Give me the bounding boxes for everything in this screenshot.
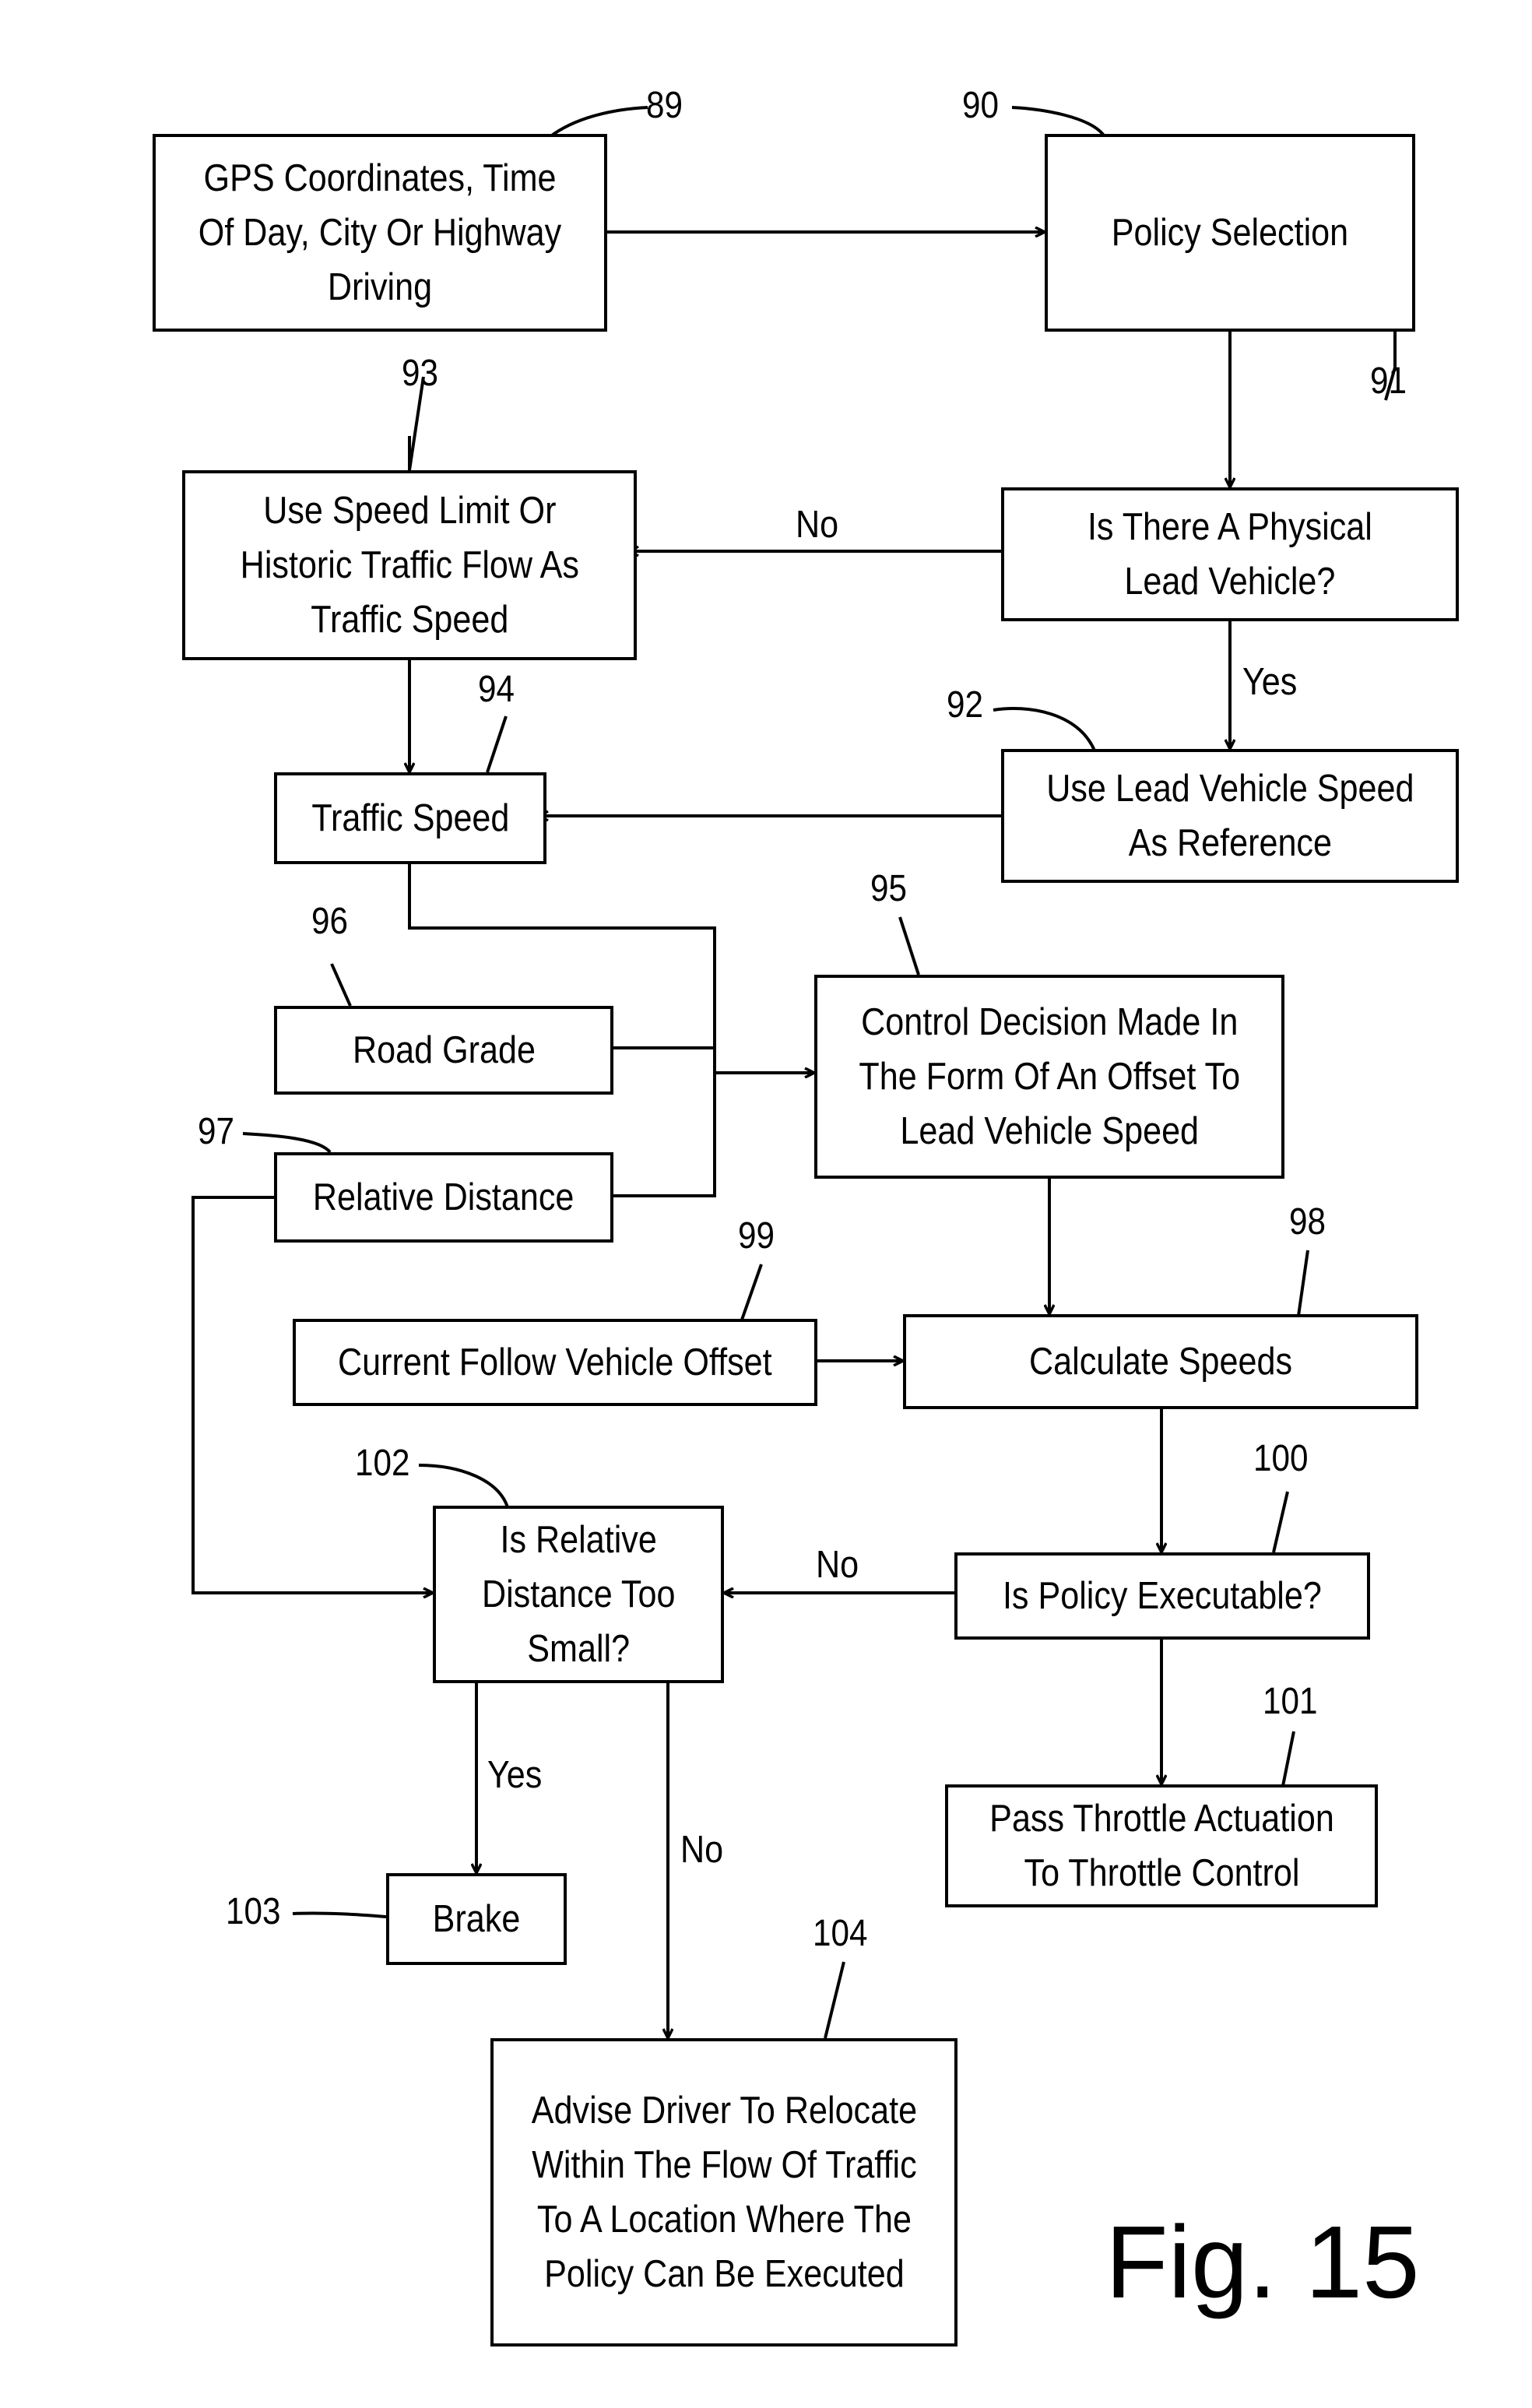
ref-91: 91 bbox=[1370, 363, 1407, 400]
advise-driver-text: Advise Driver To Relocate Within The Flo… bbox=[531, 2083, 916, 2301]
leader-103 bbox=[293, 1913, 386, 1917]
use-lead-speed-box: Use Lead Vehicle Speed As Reference bbox=[1001, 749, 1459, 883]
policy-executable-box: Is Policy Executable? bbox=[954, 1552, 1370, 1640]
ref-93: 93 bbox=[402, 355, 438, 392]
calculate-speeds-box: Calculate Speeds bbox=[903, 1314, 1418, 1409]
follow-offset-box: Current Follow Vehicle Offset bbox=[293, 1319, 817, 1406]
leader-98 bbox=[1298, 1250, 1308, 1316]
edge-label-small-no: No bbox=[680, 1831, 723, 1869]
edge-label-exec-no: No bbox=[816, 1546, 859, 1584]
pass-throttle-box: Pass Throttle Actuation To Throttle Cont… bbox=[945, 1784, 1378, 1907]
brake-text: Brake bbox=[433, 1892, 521, 1946]
road-grade-box: Road Grade bbox=[274, 1006, 613, 1095]
policy-selection-text: Policy Selection bbox=[1112, 206, 1348, 260]
ref-99: 99 bbox=[738, 1218, 775, 1255]
ref-101: 101 bbox=[1263, 1683, 1317, 1721]
leader-101 bbox=[1283, 1731, 1294, 1786]
use-speed-limit-text: Use Speed Limit Or Historic Traffic Flow… bbox=[240, 483, 578, 647]
ref-98: 98 bbox=[1289, 1204, 1326, 1241]
relative-distance-box: Relative Distance bbox=[274, 1152, 613, 1243]
lead-vehicle-decision-text: Is There A Physical Lead Vehicle? bbox=[1088, 500, 1372, 609]
edge-label-lead-no: No bbox=[796, 506, 838, 544]
lead-vehicle-decision-box: Is There A Physical Lead Vehicle? bbox=[1001, 487, 1459, 621]
ref-89: 89 bbox=[646, 87, 683, 125]
policy-executable-text: Is Policy Executable? bbox=[1003, 1569, 1322, 1623]
road-grade-text: Road Grade bbox=[353, 1023, 536, 1077]
leader-94 bbox=[487, 716, 506, 772]
edge-label-small-yes: Yes bbox=[487, 1756, 542, 1795]
leader-96 bbox=[332, 964, 350, 1006]
control-decision-box: Control Decision Made In The Form Of An … bbox=[814, 975, 1284, 1179]
leader-90 bbox=[1012, 107, 1104, 135]
follow-offset-text: Current Follow Vehicle Offset bbox=[338, 1335, 772, 1390]
figure-label: Fig. 15 bbox=[1105, 2211, 1420, 2314]
ref-90: 90 bbox=[962, 87, 999, 125]
advise-driver-box: Advise Driver To Relocate Within The Flo… bbox=[490, 2038, 958, 2346]
use-speed-limit-box: Use Speed Limit Or Historic Traffic Flow… bbox=[182, 470, 637, 660]
distance-too-small-box: Is Relative Distance Too Small? bbox=[433, 1506, 724, 1683]
pass-throttle-text: Pass Throttle Actuation To Throttle Cont… bbox=[989, 1791, 1334, 1900]
ref-92: 92 bbox=[947, 687, 983, 724]
leader-104 bbox=[825, 1962, 844, 2038]
ref-102: 102 bbox=[355, 1445, 409, 1482]
brake-box: Brake bbox=[386, 1873, 567, 1965]
relative-distance-text: Relative Distance bbox=[313, 1170, 574, 1225]
traffic-speed-text: Traffic Speed bbox=[311, 791, 509, 845]
distance-too-small-text: Is Relative Distance Too Small? bbox=[482, 1513, 675, 1676]
control-decision-text: Control Decision Made In The Form Of An … bbox=[859, 995, 1240, 1158]
leader-97 bbox=[243, 1134, 330, 1152]
leader-89 bbox=[550, 107, 648, 137]
ref-95: 95 bbox=[870, 870, 907, 908]
ref-97: 97 bbox=[198, 1113, 234, 1151]
gps-box: GPS Coordinates, Time Of Day, City Or Hi… bbox=[153, 134, 607, 332]
leader-92 bbox=[993, 708, 1095, 751]
ref-100: 100 bbox=[1253, 1440, 1308, 1478]
gps-text: GPS Coordinates, Time Of Day, City Or Hi… bbox=[199, 151, 561, 315]
use-lead-speed-text: Use Lead Vehicle Speed As Reference bbox=[1046, 761, 1414, 870]
policy-selection-box: Policy Selection bbox=[1045, 134, 1415, 332]
ref-96: 96 bbox=[311, 903, 348, 940]
leader-99 bbox=[741, 1264, 761, 1322]
leader-95 bbox=[900, 917, 919, 975]
ref-103: 103 bbox=[226, 1893, 280, 1931]
edge-label-lead-yes: Yes bbox=[1242, 663, 1297, 701]
leader-100 bbox=[1274, 1492, 1288, 1552]
traffic-speed-box: Traffic Speed bbox=[274, 772, 546, 864]
ref-104: 104 bbox=[813, 1915, 867, 1953]
ref-94: 94 bbox=[478, 671, 515, 708]
leader-102 bbox=[419, 1465, 508, 1507]
calculate-speeds-text: Calculate Speeds bbox=[1029, 1334, 1292, 1389]
